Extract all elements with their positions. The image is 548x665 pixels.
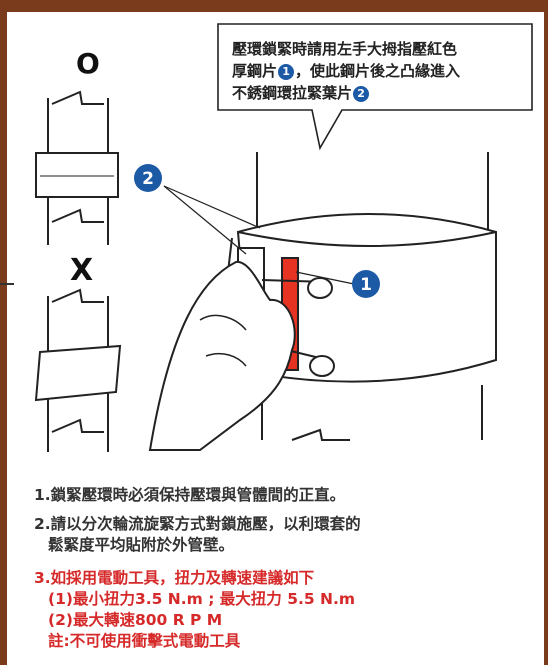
callout-number-1: 1 — [278, 64, 295, 80]
callout-line-2-pre: 厚鋼片 — [232, 62, 278, 80]
instruction-notes: 1.鎖緊壓環時必須保持壓環與管體間的正直。 2.請以分次輪流旋緊方式對鎖施壓，以… — [34, 484, 534, 652]
note-2: 2.請以分次輪流旋緊方式對鎖施壓，以利環套的 鬆緊度平均貼附於外管壁。 — [34, 514, 534, 556]
left-frame-bar — [0, 12, 7, 665]
note-3-line-3: (2)最大轉速800 R P M — [48, 611, 223, 629]
note-1: 1.鎖緊壓環時必須保持壓環與管體間的正直。 — [34, 486, 346, 504]
note-3-line-1: 3.如採用電動工具，扭力及轉速建議如下 — [34, 569, 315, 587]
wrong-mark: X — [70, 253, 93, 288]
svg-text:2: 2 — [142, 169, 154, 189]
label-1-badge — [352, 270, 380, 298]
note-3-line-4: 註:不可使用衝擊式電動工具 — [48, 632, 241, 650]
label-2-badge — [134, 164, 162, 192]
left-tick-mark — [0, 283, 14, 285]
note-3-line-2: (1)最小扭力3.5 N.m ; 最大扭力 5.5 N.m — [48, 590, 356, 608]
callout-line-2-post: ，使此鋼片後之凸緣進入 — [295, 62, 461, 80]
svg-text:1: 1 — [360, 275, 372, 295]
callout-line-3-pre: 不銹鋼環拉緊葉片 — [232, 84, 353, 102]
right-frame-bar — [544, 12, 548, 665]
callout-line-1: 壓環鎖緊時請用左手大拇指壓紅色 — [232, 40, 458, 58]
note-2-line-2: 鬆緊度平均貼附於外管壁。 — [48, 536, 235, 554]
note-3: 3.如採用電動工具，扭力及轉速建議如下 (1)最小扭力3.5 N.m ; 最大扭… — [34, 568, 534, 652]
correct-pipe-diagram — [35, 90, 119, 245]
clamp-illustration: O X — [34, 23, 533, 452]
top-frame-bar — [0, 0, 548, 12]
note-2-line-1: 2.請以分次輪流旋緊方式對鎖施壓，以利環套的 — [34, 515, 361, 533]
hand-outline — [148, 261, 296, 451]
correct-mark: O — [76, 47, 100, 80]
wrong-pipe-diagram — [34, 288, 122, 452]
callout-bubble — [217, 23, 533, 151]
callout-number-2: 2 — [353, 86, 370, 102]
